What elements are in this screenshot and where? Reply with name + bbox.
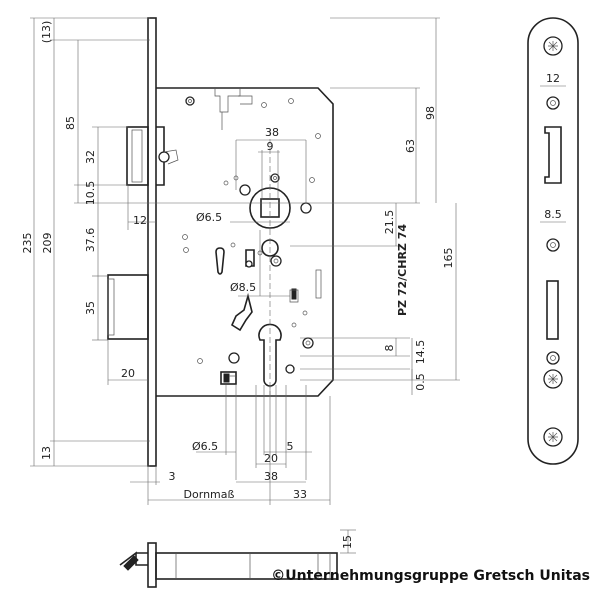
- dim-38-bottom: 38: [264, 470, 278, 483]
- copyright-text: ©Unternehmungsgruppe Gretsch Unitas: [271, 568, 590, 584]
- latch-bolt: [126, 126, 179, 186]
- follower-square: [239, 173, 312, 229]
- dim-diameter-6-5-top: Ø6.5: [196, 211, 222, 224]
- strike-plate-side: [527, 17, 579, 465]
- dim-33: 33: [293, 488, 307, 501]
- dim-8-5-plate: 8.5: [544, 208, 562, 221]
- dim-0-5: 0.5: [414, 373, 427, 391]
- dim-3: 3: [169, 470, 176, 483]
- dead-bolt: [107, 274, 149, 340]
- dim-5: 5: [287, 440, 294, 453]
- dim-diameter-8-5-middle: Ø8.5: [230, 281, 256, 294]
- dim-12-plate: 12: [546, 72, 560, 85]
- dim-209: 209: [41, 233, 54, 254]
- dim-85: 85: [64, 116, 77, 130]
- dim-235: 235: [21, 233, 34, 254]
- dim-13-bottom: 13: [40, 446, 53, 460]
- dim-63: 63: [404, 139, 417, 153]
- cylinder-spec-label: PZ 72/CHRZ 74: [396, 224, 409, 316]
- dim-diameter-6-5-bottom: Ø6.5: [192, 440, 218, 453]
- dim-35: 35: [84, 301, 97, 315]
- dim-10-5: 10.5: [84, 181, 97, 206]
- dim-9: 9: [267, 140, 274, 153]
- dim-20-left: 20: [121, 367, 135, 380]
- dim-38-top: 38: [265, 126, 279, 139]
- dimension-labels: (13) 235 209 85 32 10.5 12 37.6 35 20 13…: [21, 21, 562, 549]
- faceplate-front: [147, 17, 157, 467]
- dim-37-6: 37.6: [84, 228, 97, 253]
- dim-165: 165: [442, 248, 455, 269]
- dim-12-left: 12: [133, 214, 147, 227]
- dim-15-bottom: 15: [341, 535, 354, 549]
- lock-bottom-view: [119, 542, 338, 588]
- dimension-lines: [30, 17, 566, 554]
- dim-13-top: (13): [40, 21, 53, 44]
- dim-98: 98: [424, 106, 437, 120]
- profile-cylinder-hole: [220, 323, 314, 387]
- dim-20-bottom: 20: [264, 452, 278, 465]
- dim-21-5: 21.5: [383, 210, 396, 235]
- dim-dornmass: Dornmaß: [184, 488, 235, 501]
- lock-case: [156, 87, 334, 397]
- dim-14-5: 14.5: [414, 340, 427, 365]
- dim-8: 8: [383, 345, 396, 352]
- dim-32: 32: [84, 150, 97, 164]
